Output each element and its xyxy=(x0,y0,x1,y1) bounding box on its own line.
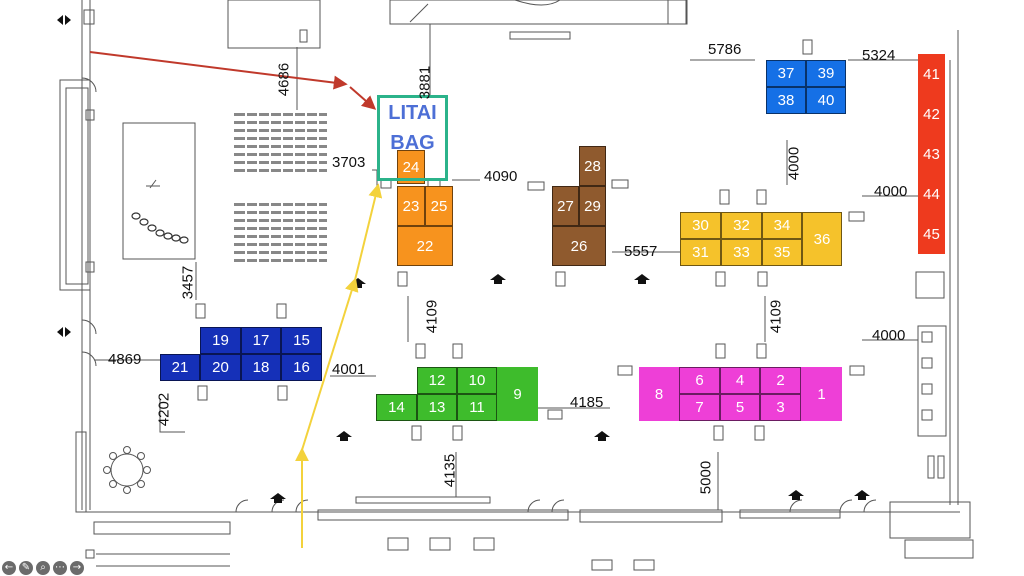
booth-14[interactable]: 14 xyxy=(376,394,417,421)
dim-5557: 5557 xyxy=(624,243,658,260)
booth-19[interactable]: 19 xyxy=(200,327,241,354)
booth-2[interactable]: 2 xyxy=(760,367,801,394)
dim-4135: 4135 xyxy=(441,453,459,488)
dim-5786: 5786 xyxy=(708,41,742,58)
dim-4202: 4202 xyxy=(155,392,173,427)
booth-38[interactable]: 38 xyxy=(766,87,806,114)
booth-22[interactable]: 22 xyxy=(397,226,453,266)
booth-42[interactable]: 42 xyxy=(918,94,945,134)
booth-31[interactable]: 31 xyxy=(680,239,721,266)
booth-40[interactable]: 40 xyxy=(806,87,846,114)
booth-11[interactable]: 11 xyxy=(457,394,497,421)
booth-33[interactable]: 33 xyxy=(721,239,762,266)
viewer-toolbar: ← ✎ ⌕ ⋯ → xyxy=(2,560,84,575)
booth-17[interactable]: 17 xyxy=(241,327,281,354)
direction-markers xyxy=(270,274,870,503)
dim-4000-c: 4000 xyxy=(872,327,906,344)
booth-12[interactable]: 12 xyxy=(417,367,457,394)
dim-4109-b: 4109 xyxy=(767,299,785,334)
booth-43[interactable]: 43 xyxy=(918,134,945,174)
booth-8[interactable]: 8 xyxy=(639,367,679,421)
exit-markers xyxy=(57,15,71,337)
dim-4000-vertical: 4000 xyxy=(785,146,803,181)
booth-30[interactable]: 30 xyxy=(680,212,721,239)
booth-3[interactable]: 3 xyxy=(760,394,801,421)
booth-29[interactable]: 29 xyxy=(579,186,606,226)
dim-5324: 5324 xyxy=(862,47,896,64)
dim-3703: 3703 xyxy=(332,154,366,171)
booth-5[interactable]: 5 xyxy=(720,394,760,421)
dim-4109-a: 4109 xyxy=(423,299,441,334)
pencil-icon[interactable]: ✎ xyxy=(19,560,33,575)
booth-45[interactable]: 45 xyxy=(918,214,945,254)
booth-20[interactable]: 20 xyxy=(200,354,241,381)
zoom-icon[interactable]: ⌕ xyxy=(36,560,50,575)
dim-4090: 4090 xyxy=(484,168,518,185)
more-icon[interactable]: ⋯ xyxy=(53,560,67,575)
booth-28[interactable]: 28 xyxy=(579,146,606,186)
booth-44[interactable]: 44 xyxy=(918,174,945,214)
dim-4686: 4686 xyxy=(275,62,293,97)
booth-32[interactable]: 32 xyxy=(721,212,762,239)
dim-4000-a: 4000 xyxy=(874,183,908,200)
booth-7[interactable]: 7 xyxy=(679,394,720,421)
booth-25[interactable]: 25 xyxy=(425,186,453,226)
litai-label: LITAI xyxy=(388,102,437,124)
dim-5000: 5000 xyxy=(697,460,715,495)
back-icon[interactable]: ← xyxy=(2,560,16,575)
dim-3881: 3881 xyxy=(416,65,434,100)
booth-4[interactable]: 4 xyxy=(720,367,760,394)
forward-icon[interactable]: → xyxy=(70,560,84,575)
booth-21[interactable]: 21 xyxy=(160,354,200,381)
booth-34[interactable]: 34 xyxy=(762,212,802,239)
booth-27[interactable]: 27 xyxy=(552,186,579,226)
booth-15[interactable]: 15 xyxy=(281,327,322,354)
booth-1[interactable]: 1 xyxy=(801,367,842,421)
booth-26[interactable]: 26 xyxy=(552,226,606,266)
seating-rows xyxy=(234,113,327,262)
dim-3457: 3457 xyxy=(179,265,197,300)
dim-4001: 4001 xyxy=(332,361,366,378)
booth-10[interactable]: 10 xyxy=(457,367,497,394)
booth-23[interactable]: 23 xyxy=(397,186,425,226)
booth-41[interactable]: 41 xyxy=(918,54,945,94)
booth-36[interactable]: 36 xyxy=(802,212,842,266)
booth-9[interactable]: 9 xyxy=(497,367,538,421)
litai-bag-highlight xyxy=(377,95,448,181)
booth-35[interactable]: 35 xyxy=(762,239,802,266)
booth-6[interactable]: 6 xyxy=(679,367,720,394)
booth-13[interactable]: 13 xyxy=(417,394,457,421)
annotation-arrows xyxy=(89,51,383,548)
bag-label: BAG xyxy=(390,132,435,154)
dim-4869: 4869 xyxy=(108,351,142,368)
booth-16[interactable]: 16 xyxy=(281,354,322,381)
booth-37[interactable]: 37 xyxy=(766,60,806,87)
booth-39[interactable]: 39 xyxy=(806,60,846,87)
booth-18[interactable]: 18 xyxy=(241,354,281,381)
dim-4185: 4185 xyxy=(570,394,604,411)
